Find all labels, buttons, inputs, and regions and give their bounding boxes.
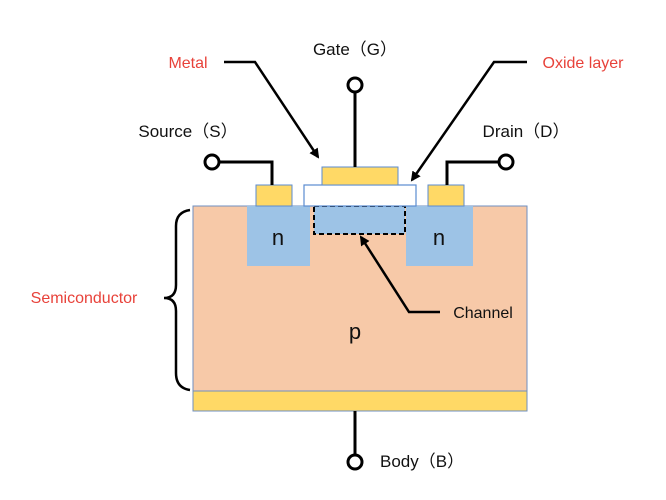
body-terminal [346,453,364,471]
oxide-callout-arrow [410,60,527,182]
oxide-layer-label: Oxide layer [543,55,625,72]
n-region-left [247,206,310,266]
gate-metal [321,166,399,186]
gate-terminal [346,76,364,94]
semiconductor-brace [163,208,191,392]
n-right-label: n [433,225,445,250]
oxide-layer [303,184,417,207]
metal-label: Metal [168,55,207,72]
drain-wire [445,160,498,185]
metal-callout-arrow [224,60,320,159]
channel-region [313,205,406,235]
body-contact [192,390,528,412]
body-label: Body（B） [380,452,464,471]
source-contact [255,184,293,207]
n-region-right [406,206,473,266]
drain-contact [427,184,465,207]
drain-label: Drain（D） [483,122,570,141]
drain-terminal [497,153,515,171]
gate-label: Gate（G） [313,40,397,59]
source-label: Source（S） [138,122,237,141]
source-terminal [203,153,221,171]
channel-label: Channel [453,305,513,322]
source-wire [220,160,274,185]
p-region-label: p [349,319,361,344]
channel-callout-arrow [359,235,440,314]
semiconductor-label: Semiconductor [31,290,138,307]
n-left-label: n [272,225,284,250]
